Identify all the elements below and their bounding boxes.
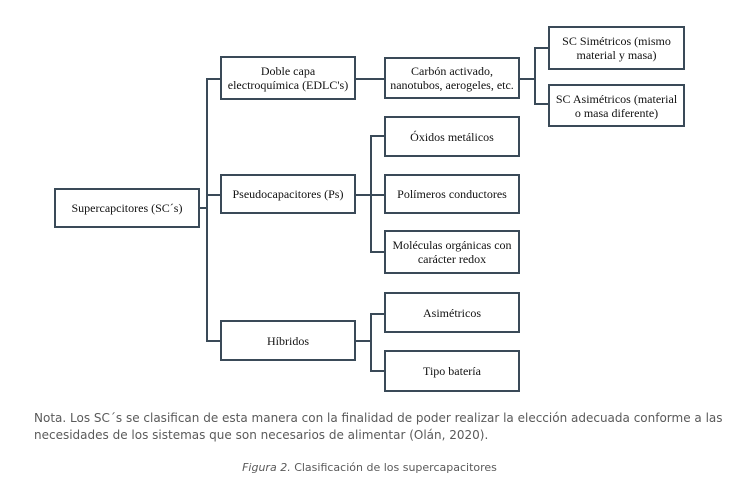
connector-pseudo-trunk [356, 194, 372, 196]
connector-pseudo-spine [370, 135, 372, 252]
connector-to-pseudo [206, 194, 220, 196]
hybrids-node: Híbridos [220, 320, 356, 361]
connector-carbon-trunk [520, 78, 536, 80]
conductive-polymers-label: Polímeros conductores [397, 187, 507, 201]
root-label: Supercapcitores (SC´s) [71, 201, 183, 215]
connector-to-hybrid [206, 340, 220, 342]
battery-type-node: Tipo batería [384, 350, 520, 392]
hybrid-asymmetric-label: Asimétricos [423, 305, 481, 320]
conductive-polymers-node: Polímeros conductores [384, 174, 520, 214]
connector-to-battery [370, 370, 384, 372]
figure-note: Nota. Los SC´s se clasifican de esta man… [34, 411, 723, 442]
pseudocapacitors-node: Pseudocapacitores (Ps) [220, 174, 356, 214]
hybrid-asymmetric-node: Asimétricos [384, 292, 520, 333]
hybrids-label: Híbridos [267, 333, 309, 348]
carbon-node: Carbón activado, nanotubos, aerogeles, e… [384, 57, 520, 99]
asymmetric-sc-node: SC Asimétricos (material o masa diferent… [548, 84, 685, 127]
connector-to-edlc [206, 78, 220, 80]
asymmetric-sc-label: SC Asimétricos (material o masa diferent… [555, 91, 678, 120]
symmetric-sc-node: SC Simétricos (mismo material y masa) [548, 26, 685, 70]
connector-to-polymers [370, 194, 384, 196]
metal-oxides-label: Óxidos metálicos [410, 129, 494, 144]
edlc-node: Doble capa electroquímica (EDLC's) [220, 56, 356, 100]
connector-edlc-carbon [356, 78, 384, 80]
figure-caption-text: Clasificación de los supercapacitores [294, 461, 497, 474]
battery-type-label: Tipo batería [423, 364, 481, 378]
figure-label: Figura 2. [242, 461, 291, 474]
symmetric-sc-label: SC Simétricos (mismo material y masa) [562, 34, 671, 62]
figure-caption: Figura 2. Clasificación de los supercapa… [0, 461, 739, 474]
connector-level1-spine [206, 78, 208, 341]
connector-to-sc-asymmetric [534, 103, 548, 105]
connector-carbon-spine [534, 47, 536, 104]
classification-diagram: Supercapcitores (SC´s) Doble capa electr… [54, 26, 685, 392]
connector-to-symmetric [534, 47, 548, 49]
metal-oxides-node: Óxidos metálicos [384, 116, 520, 157]
connector-to-molecules [370, 251, 384, 253]
carbon-label: Carbón activado, nanotubos, aerogeles, e… [390, 64, 514, 92]
connector-hybrid-spine [370, 313, 372, 371]
connector-root-trunk [200, 207, 208, 209]
root-node: Supercapcitores (SC´s) [54, 188, 200, 228]
connector-to-oxides [370, 135, 384, 137]
connector-to-hybrid-asymmetric [370, 313, 384, 315]
connector-hybrid-trunk [356, 340, 372, 342]
pseudocapacitors-label: Pseudocapacitores (Ps) [232, 187, 344, 201]
organic-molecules-label: Moléculas orgánicas con carácter redox [392, 238, 512, 266]
edlc-label: Doble capa electroquímica (EDLC's) [227, 64, 349, 92]
organic-molecules-node: Moléculas orgánicas con carácter redox [384, 230, 520, 274]
